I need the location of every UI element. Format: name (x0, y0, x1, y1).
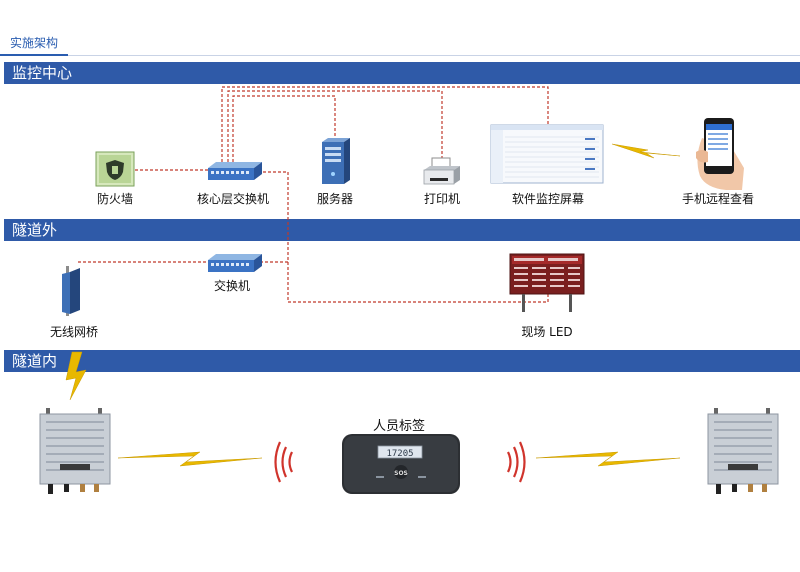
section-monitor-center: 监控中心 (4, 62, 800, 84)
base-station-left-icon (39, 408, 111, 494)
signal-waves-right-icon (507, 441, 526, 483)
label-personnel-tag: 人员标签 (372, 419, 426, 434)
server-icon (322, 138, 350, 184)
wireless-link-left-icon (117, 451, 263, 467)
site-led-board-icon (509, 253, 585, 312)
core-switch-icon (208, 162, 262, 180)
label-server: 服务器 (316, 192, 354, 206)
wireless-link-right-icon (535, 451, 681, 467)
label-mobile-view: 手机远程查看 (681, 192, 755, 206)
bridge-link-icon (65, 351, 87, 401)
tab-divider (0, 55, 800, 56)
label-monitor-screen: 软件监控屏幕 (511, 192, 585, 206)
label-firewall: 防火墙 (96, 192, 134, 206)
personnel-tag-icon: 17205 SOS (342, 434, 460, 494)
tab-active-indicator (0, 54, 68, 56)
label-wireless-bridge: 无线网桥 (49, 325, 99, 339)
label-core-switch: 核心层交换机 (196, 192, 270, 206)
signal-waves-left-icon (274, 441, 293, 483)
label-printer: 打印机 (423, 192, 461, 206)
tab-implementation-architecture[interactable]: 实施架构 (10, 36, 59, 50)
firewall-icon (95, 151, 135, 187)
base-station-right-icon (707, 408, 779, 494)
label-switch: 交换机 (213, 279, 251, 293)
wireless-bridge-icon (62, 266, 80, 316)
tag-display-text: 17205 (386, 449, 413, 459)
section-tunnel-outside: 隧道外 (4, 219, 800, 241)
network-links (78, 86, 549, 303)
label-site-led: 现场 LED (521, 325, 573, 339)
printer-icon (423, 157, 460, 185)
monitor-screen-icon (490, 124, 604, 184)
switch-icon (208, 254, 262, 272)
section-tunnel-inside: 隧道内 (4, 350, 800, 372)
wireless-link-icon (611, 143, 681, 159)
tag-sos-text: SOS (394, 470, 408, 477)
mobile-phone-icon (696, 118, 744, 190)
